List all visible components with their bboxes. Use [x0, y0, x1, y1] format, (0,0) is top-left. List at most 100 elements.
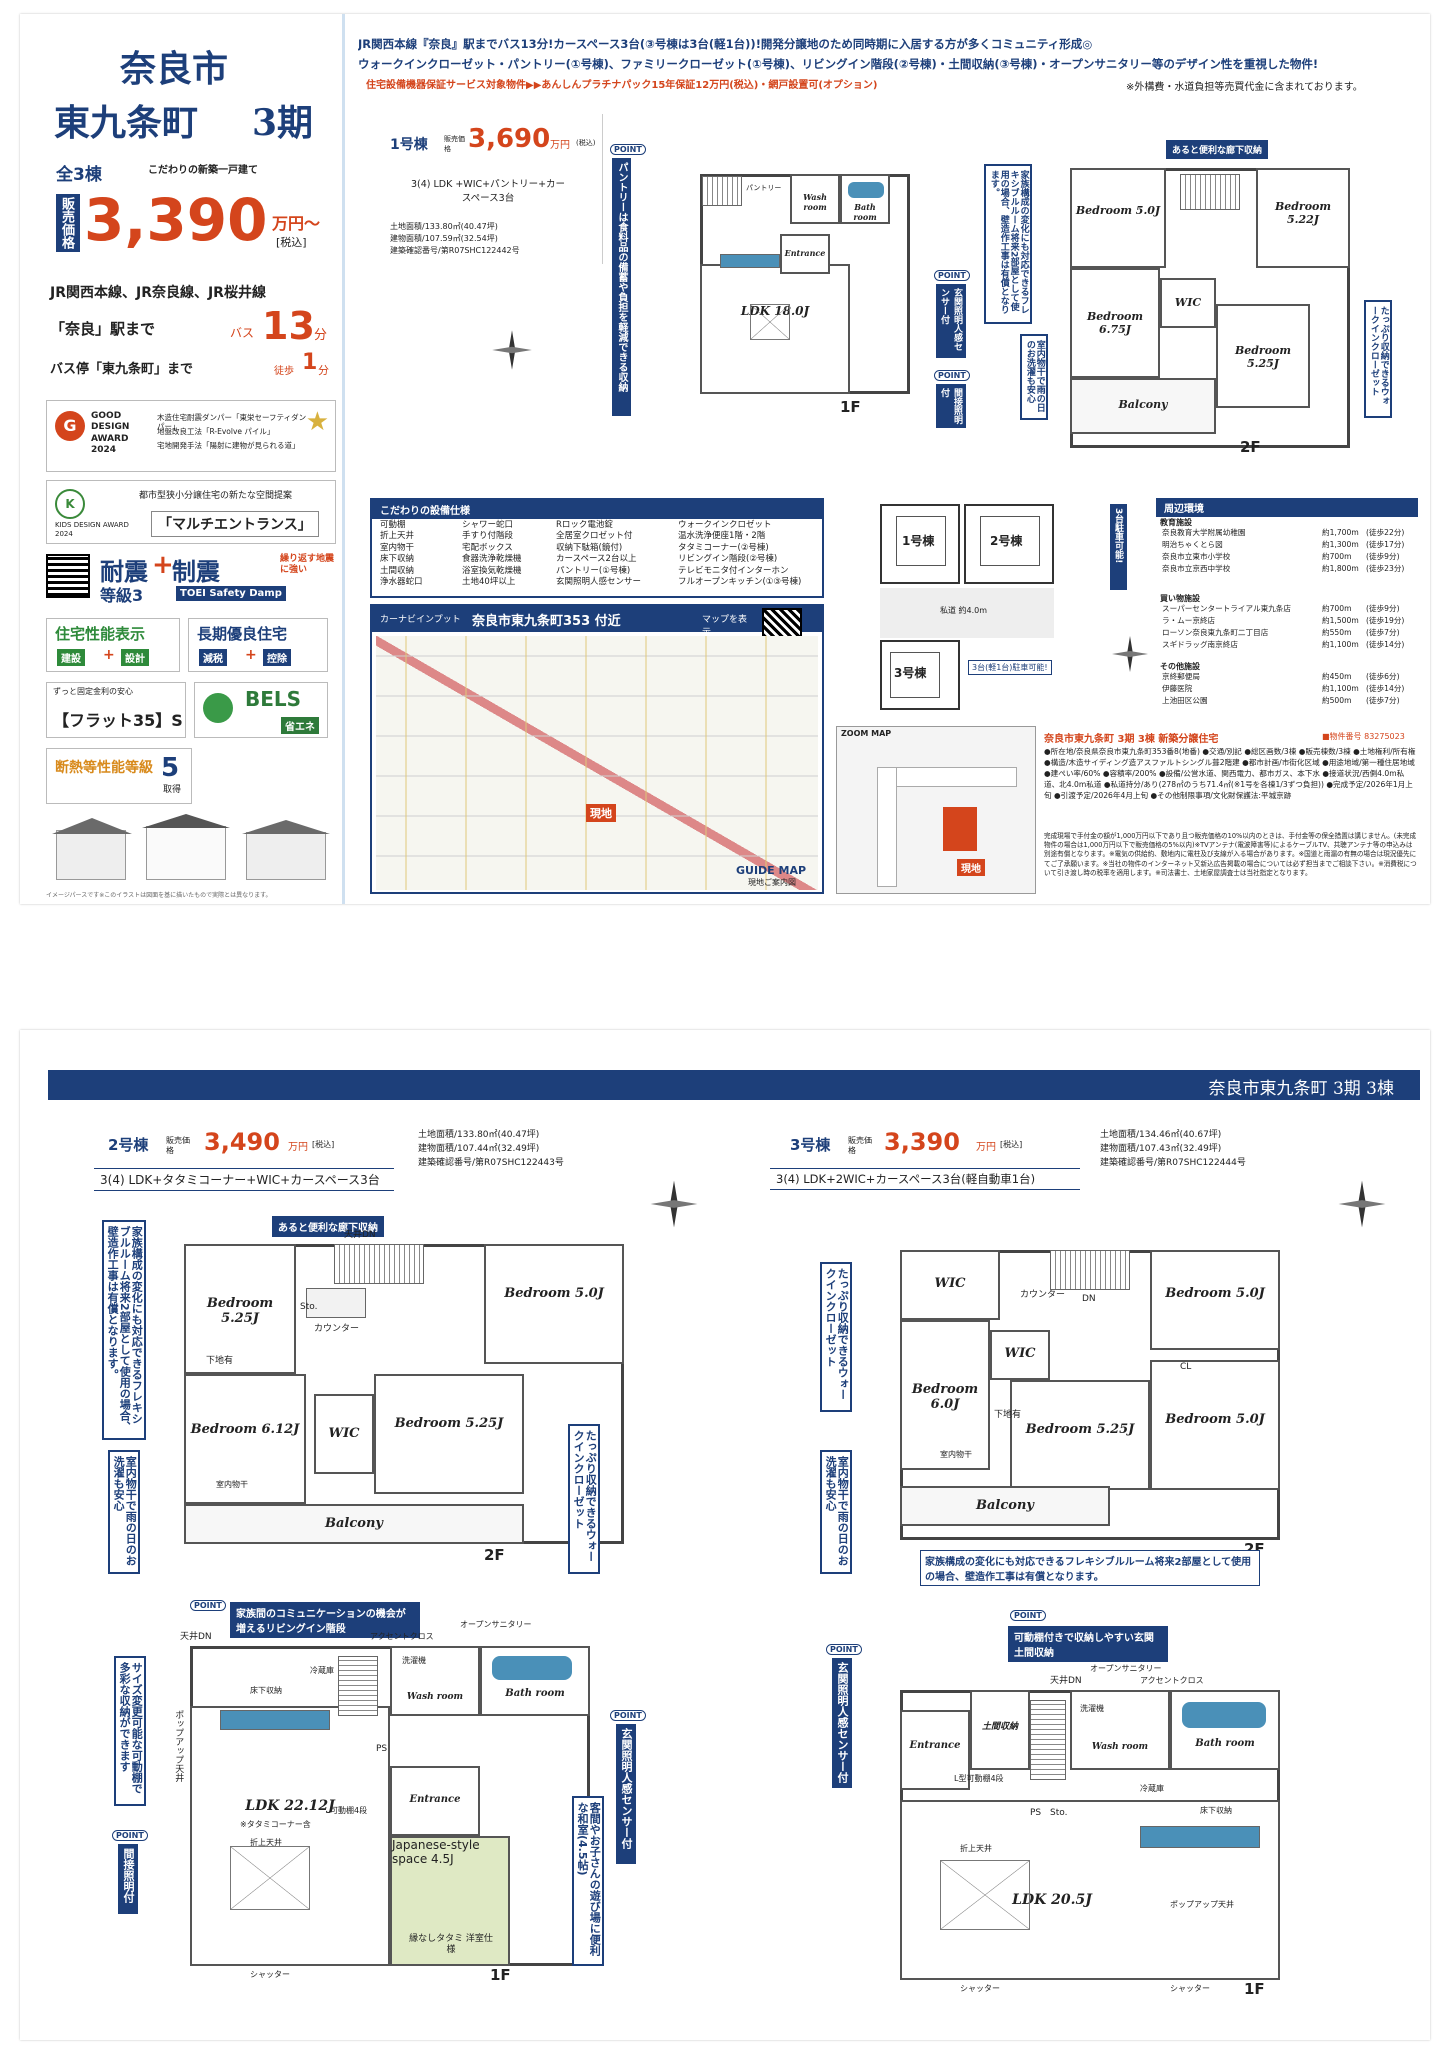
- unit1-price: 3,690: [468, 124, 551, 154]
- unit1-2f-stair: [1180, 174, 1240, 210]
- unit2-1f-yukashita: 床下収納: [250, 1686, 282, 1695]
- multi-entrance-name: 「マルチエントランス」: [151, 511, 319, 537]
- unit1-1f-label: 1F: [840, 398, 861, 416]
- unit3-1f-label: 1F: [1244, 1980, 1265, 1998]
- bels-leaf-icon: [203, 693, 233, 723]
- unit2-kitchen: [220, 1710, 330, 1730]
- env-walk: (徒歩14分): [1366, 684, 1405, 693]
- kids-mark-icon: K: [55, 489, 85, 519]
- unit3-ceiling-x: [940, 1860, 1030, 1930]
- unit3-1f-sentaku: 洗濯機: [1080, 1704, 1104, 1713]
- unit2-1f-sentaku: 洗濯機: [402, 1656, 426, 1665]
- unit2-2f-stair: [334, 1244, 424, 1284]
- map-show-link[interactable]: マップを表示: [702, 615, 748, 638]
- taishin-text: 耐震: [100, 558, 148, 586]
- unit2-2f-plan: Bedroom 5.25J Bedroom 5.0J Bedroom 6.12J…: [184, 1230, 624, 1564]
- env-name: スーパーセンタートライアル東九条店: [1162, 604, 1291, 613]
- env-dist: 約500m: [1322, 696, 1352, 705]
- plot-plan: 1号棟 2号棟 私道 約4.0m 3号棟 3台(軽1台)駐車可能!: [860, 484, 1100, 716]
- dannetsu-grade: 5: [161, 753, 180, 783]
- header-line-2: ウォークインクローゼット・パントリー(①号棟)、ファミリークローゼット(①号棟)…: [358, 57, 1319, 71]
- flat35-badge: ずっと固定金利の安心 【フラット35】S: [46, 682, 186, 738]
- unit1-pantry-label: パントリー: [746, 184, 782, 192]
- unit3-1f-oriage: 折上天井: [960, 1844, 992, 1853]
- unit2-1f-japanese: Japanese-style space 4.5J 縁なしタタミ 洋室仕様: [390, 1836, 510, 1966]
- unit3-1f-reizo: 冷蔵庫: [1140, 1784, 1164, 1793]
- long-plus: +: [245, 647, 257, 663]
- unit2-1f-ps: PS: [376, 1744, 388, 1754]
- bus-label: バス: [230, 326, 255, 340]
- zoom-map: ZOOM MAP 現地: [836, 726, 1036, 894]
- unit2-1f-ldk: LDK 22.12J: [190, 1706, 390, 1966]
- unit1-2f-balcony: Balcony: [1070, 378, 1216, 434]
- unit2-living-badge: POINT: [190, 1600, 226, 1611]
- seishin-note: 繰り返す地震に強い: [280, 554, 335, 576]
- gd-line-1: 木造住宅耐震ダンパー「東栄セーフティダンパー」: [157, 413, 307, 432]
- multi-entrance-text: 都市型狭小分譲住宅の新たな空間提案: [139, 491, 293, 501]
- unit2-tax: [税込]: [312, 1140, 335, 1149]
- flat35-note: ずっと固定金利の安心: [53, 687, 133, 696]
- unit1-2f-wic: WIC: [1160, 278, 1216, 328]
- env-walk: (徒歩7分): [1366, 696, 1400, 705]
- dannetsu-title: 断熱等性能等級: [55, 760, 153, 776]
- dannetsu-badge: 断熱等性能等級 5 取得: [46, 748, 192, 804]
- safety-damp: TOEI Safety Damp: [176, 586, 286, 601]
- unit2-2f-bed1: Bedroom 5.25J: [184, 1244, 296, 1374]
- total-subtitle: こだわりの新築一戸建て: [148, 165, 258, 176]
- image-note: イメージパースです※このイラストは図面を基に描いたもので実際とは異なります。: [46, 892, 272, 899]
- unit3-1f-tenjo: 天井DN: [1050, 1676, 1082, 1686]
- unit1-unit: 万円: [550, 140, 570, 151]
- unit2-no: 2号棟: [108, 1136, 149, 1154]
- unit2-1f-reizo: 冷蔵庫: [310, 1666, 334, 1675]
- env-dist: 約1,500m: [1322, 616, 1359, 625]
- unit2-1f-accent: アクセントクロス: [370, 1632, 434, 1641]
- plot-u3-label: 3号棟: [894, 666, 927, 680]
- long-b: 控除: [263, 649, 291, 666]
- spec-box: 奈良市東九条町 3期 3棟 新築分譲住宅 ■物件番号 83275023 ●所在地…: [1042, 728, 1422, 900]
- plot-parking3-note: 3台(軽1台)駐車可能!: [968, 660, 1052, 675]
- spec-title: 奈良市東九条町 3期 3棟 新築分譲住宅: [1044, 734, 1219, 745]
- zoom-map-title: ZOOM MAP: [841, 729, 892, 738]
- g-mark-icon: G: [55, 411, 85, 441]
- env-dist: 約1,700m: [1322, 528, 1359, 537]
- unit2-1f-tatami-note: ※タタミコーナー含: [240, 1820, 311, 1829]
- unit2-wic-note: たっぷり収納できるウォークインクローゼット: [568, 1424, 601, 1574]
- perf-plus: +: [103, 647, 115, 663]
- unit2-1f-wash: Wash room: [390, 1646, 480, 1716]
- env-walk: (徒歩23分): [1366, 564, 1405, 573]
- main-price-tax: [税込]: [276, 236, 307, 249]
- unit3-2f-dn: DN: [1082, 1294, 1096, 1304]
- unit2-land: 土地面積/133.80㎡(40.47坪): [418, 1130, 540, 1140]
- env-shop: 買い物施設: [1160, 594, 1200, 603]
- total-units: 全3棟: [56, 165, 102, 185]
- unit3-1f-entrance: Entrance: [900, 1710, 970, 1790]
- unit3-flex-note: 家族構成の変化にも対応できるフレキシブルルーム将来2部屋として使用の場合、壁造作…: [920, 1550, 1260, 1586]
- unit2-2f-toilet: [306, 1288, 366, 1318]
- env-box: 周辺環境 教育施設 買い物施設 その他施設 奈良教育大学附属幼稚園約1,700m…: [1156, 498, 1418, 718]
- guide-map-sub: 現地ご案内図: [748, 878, 796, 887]
- unit2-2f-shitaji: 下地有: [206, 1356, 234, 1366]
- plot-road: 私道 約4.0m: [880, 588, 1054, 638]
- unit3-tax: [税込]: [1000, 1140, 1023, 1149]
- taishin-plus: +: [152, 550, 174, 580]
- env-name: 奈良市立京西中学校: [1162, 564, 1231, 573]
- header-note: ※外構費・水道負担等売買代金に含まれております。: [1126, 82, 1363, 93]
- header-line-1: JR関西本線『奈良』駅までバス13分!カースペース3台(③号棟は3台(軽1台))…: [358, 37, 1093, 51]
- perf-badge: 住宅性能表示 建設 + 設計: [46, 618, 180, 672]
- unit3-1f-shutter2: シャッター: [1170, 1984, 1210, 1993]
- map-header: カーナビインプット 奈良市東九条町353 付近 マップを表示: [372, 606, 822, 638]
- env-dist: 約700m: [1322, 552, 1352, 561]
- unit1-point2-badge: POINT: [934, 270, 970, 281]
- bus-minute-unit: 分: [314, 328, 328, 343]
- unit2-price-label: 販売価格: [166, 1136, 190, 1155]
- spec-legal: 完成現場で手付金の額が1,000万円以下であり且つ販売価格の10%以内のときは、…: [1044, 832, 1417, 877]
- dannetsu-sub: 取得: [163, 785, 182, 795]
- unit1-entrance: Entrance: [780, 234, 830, 274]
- flyer-sheet-top: 奈良市 東九条町 3期 全3棟 こだわりの新築一戸建て 販売価格 3,390 万…: [20, 14, 1430, 904]
- qr-code-icon[interactable]: [46, 554, 90, 598]
- unit3-2f-cl: CL: [1180, 1362, 1192, 1372]
- unit1-2f-bed3: Bedroom 6.75J: [1070, 268, 1160, 378]
- trophy-icon: ★: [305, 407, 329, 437]
- unit1-2f-bed4: Bedroom 5.25J: [1216, 304, 1310, 408]
- house-illustration: [46, 810, 336, 886]
